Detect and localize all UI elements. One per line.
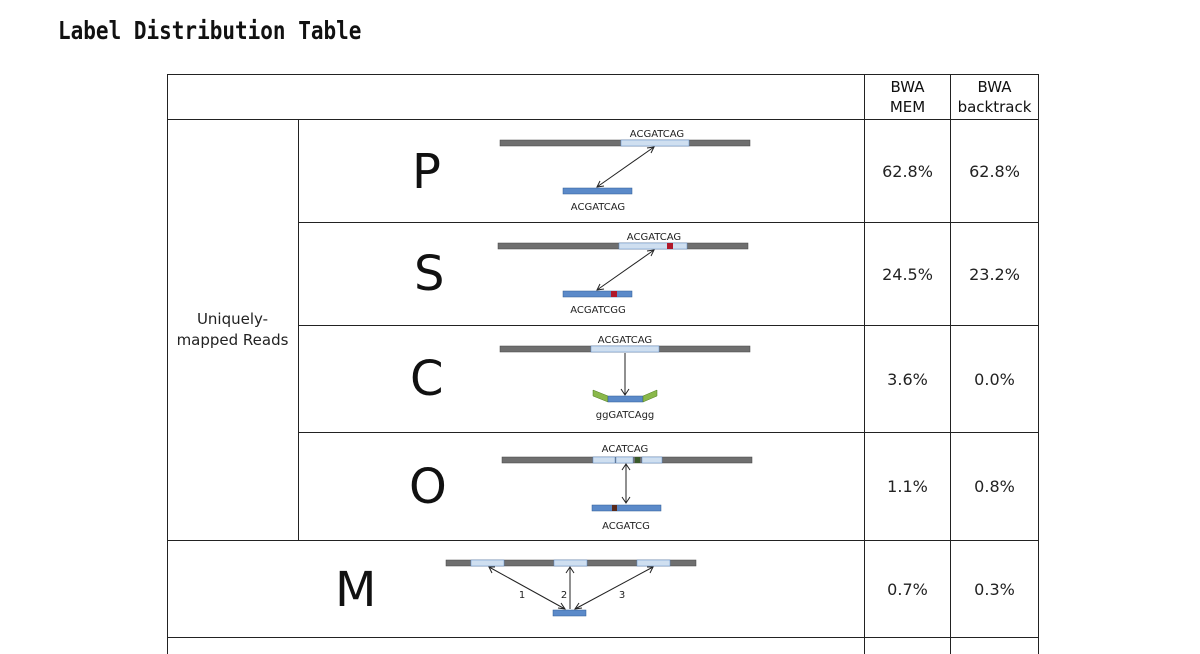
bwa-backtrack-value: 0.0% — [974, 370, 1015, 389]
match-region — [636, 559, 671, 567]
group-divider — [167, 540, 1039, 541]
diagram-snp: ACGATCAG ACGATCGG — [497, 232, 749, 316]
column-header-bwa-mem: BWA MEM — [865, 77, 950, 117]
bwa-mem-value: 1.1% — [887, 477, 928, 496]
arrow-head — [488, 566, 495, 574]
bwa-backtrack-value: 62.8% — [969, 162, 1020, 181]
match-region — [641, 456, 663, 464]
column-header-line: MEM — [889, 98, 926, 116]
diagram-clipped: ACGATCAG ggGATCAgg — [499, 335, 751, 421]
mismatch-marker — [667, 243, 673, 249]
arrow-head — [596, 180, 605, 188]
mem-column-divider — [864, 74, 865, 654]
row-label-c: C — [410, 351, 444, 407]
read-sequence-label: ACGATCGG — [570, 305, 625, 316]
bwa-mem-value: 3.6% — [887, 370, 928, 389]
row-divider — [298, 432, 1039, 433]
arrow-head — [565, 566, 575, 574]
row-label-p: P — [412, 144, 441, 200]
mismatch-marker — [611, 291, 617, 297]
backtrack-column-divider — [950, 74, 951, 654]
match-region — [470, 559, 505, 567]
read-sequence-label: ACGATCAG — [571, 202, 625, 213]
match-region — [620, 139, 690, 147]
arrow-head — [620, 388, 630, 396]
match-region — [592, 456, 616, 464]
row-divider — [298, 325, 1039, 326]
table-left-border — [167, 74, 168, 654]
reference-sequence-label: ACGATCAG — [598, 335, 652, 346]
alignment-arrow — [574, 566, 654, 610]
header-divider — [167, 119, 1039, 120]
table-right-border — [1038, 74, 1039, 654]
group-label-line: Uniquely- — [196, 310, 269, 328]
bwa-backtrack-value: 0.8% — [974, 477, 1015, 496]
read-bar — [591, 504, 662, 512]
bwa-mem-value: 0.7% — [887, 580, 928, 599]
arrow-head — [621, 463, 631, 471]
read-bar — [562, 187, 633, 195]
row-label-s: S — [414, 246, 445, 302]
arrow-head — [647, 566, 654, 574]
group-column-divider — [298, 119, 299, 540]
diagram-multi-mapped: 1 2 3 — [445, 559, 697, 617]
column-header-line: backtrack — [957, 98, 1032, 116]
match-region — [590, 345, 660, 353]
mismatch-marker — [612, 505, 617, 511]
read-bar — [552, 609, 587, 617]
page-title: Label Distribution Table — [58, 16, 362, 45]
clipped-end — [642, 389, 658, 403]
reference-sequence-label: ACGATCAG — [630, 129, 684, 140]
alignment-arrow — [488, 566, 566, 610]
arrow-head — [621, 496, 631, 504]
arrow-head — [596, 283, 605, 291]
bwa-mem-value: 62.8% — [882, 162, 933, 181]
row-label-m: M — [335, 562, 377, 618]
bwa-backtrack-value: 23.2% — [969, 265, 1020, 284]
arrow-head — [646, 146, 655, 154]
match-region — [615, 456, 634, 464]
table-top-border — [167, 74, 1039, 75]
match-region — [553, 559, 588, 567]
row-divider — [167, 637, 1039, 638]
bwa-backtrack-value: 0.3% — [974, 580, 1015, 599]
read-sequence-label: ggGATCAgg — [596, 410, 655, 421]
column-header-bwa-backtrack: BWA backtrack — [951, 77, 1038, 117]
arrow-number-label: 3 — [619, 590, 625, 601]
read-sequence-label: ACGATCG — [602, 521, 650, 532]
arrow-head — [646, 249, 655, 257]
column-header-line: BWA — [977, 78, 1012, 96]
column-header-line: BWA — [890, 78, 925, 96]
match-region — [618, 242, 688, 250]
read-bar — [562, 290, 633, 298]
reference-sequence-label: ACATCAG — [602, 444, 649, 455]
read-bar — [607, 395, 644, 403]
diagram-other: ACATCAG ACGATCG — [501, 444, 753, 532]
reference-sequence-label: ACGATCAG — [627, 232, 681, 243]
arrow-number-label: 1 — [519, 590, 525, 601]
group-label-line: mapped Reads — [176, 331, 289, 349]
row-divider — [298, 222, 1039, 223]
group-label-uniquely-mapped: Uniquely- mapped Reads — [167, 309, 298, 351]
arrow-head — [557, 602, 567, 610]
mismatch-marker — [635, 457, 640, 463]
bwa-mem-value: 24.5% — [882, 265, 933, 284]
row-label-o: O — [409, 459, 447, 515]
label-distribution-table: BWA MEM BWA backtrack Uniquely- mapped R… — [167, 74, 1039, 654]
alignment-arrow — [596, 146, 655, 188]
arrow-head — [573, 602, 583, 610]
diagram-perfect-match: ACGATCAG ACGATCAG — [499, 129, 751, 213]
clipped-end — [592, 389, 609, 403]
arrow-number-label: 2 — [561, 590, 567, 601]
alignment-arrow — [596, 249, 655, 291]
